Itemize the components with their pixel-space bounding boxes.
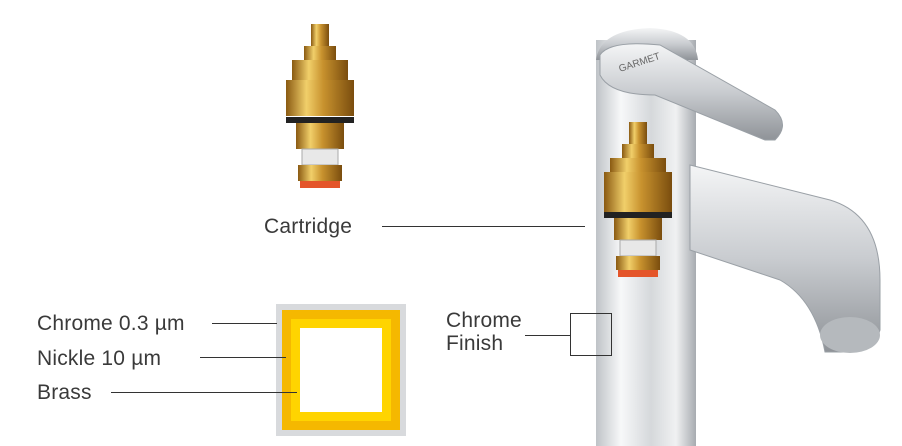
brass-layer-leader (111, 392, 297, 393)
nickle-layer (282, 310, 400, 430)
cartridge-image (286, 24, 354, 188)
faucet-image: GARMET (596, 28, 881, 446)
chrome-finish-label-line2: Finish (446, 332, 504, 355)
cartridge-label: Cartridge (264, 215, 353, 238)
nickle-layer-leader (200, 357, 286, 358)
chrome-finish-leader (525, 335, 570, 336)
chrome-layer-leader (212, 323, 277, 324)
brass-layer-label: Brass (37, 381, 92, 404)
layer-diagram (276, 304, 406, 436)
chrome-layer-label: Chrome 0.3 µm (37, 312, 185, 335)
brass-core (300, 328, 382, 412)
brass-layer (291, 319, 391, 421)
nickle-layer-label: Nickle 10 µm (37, 347, 162, 370)
chrome-finish-label-line1: Chrome (446, 309, 522, 332)
cartridge-leader-line (382, 226, 585, 227)
chrome-finish-box (570, 313, 612, 356)
